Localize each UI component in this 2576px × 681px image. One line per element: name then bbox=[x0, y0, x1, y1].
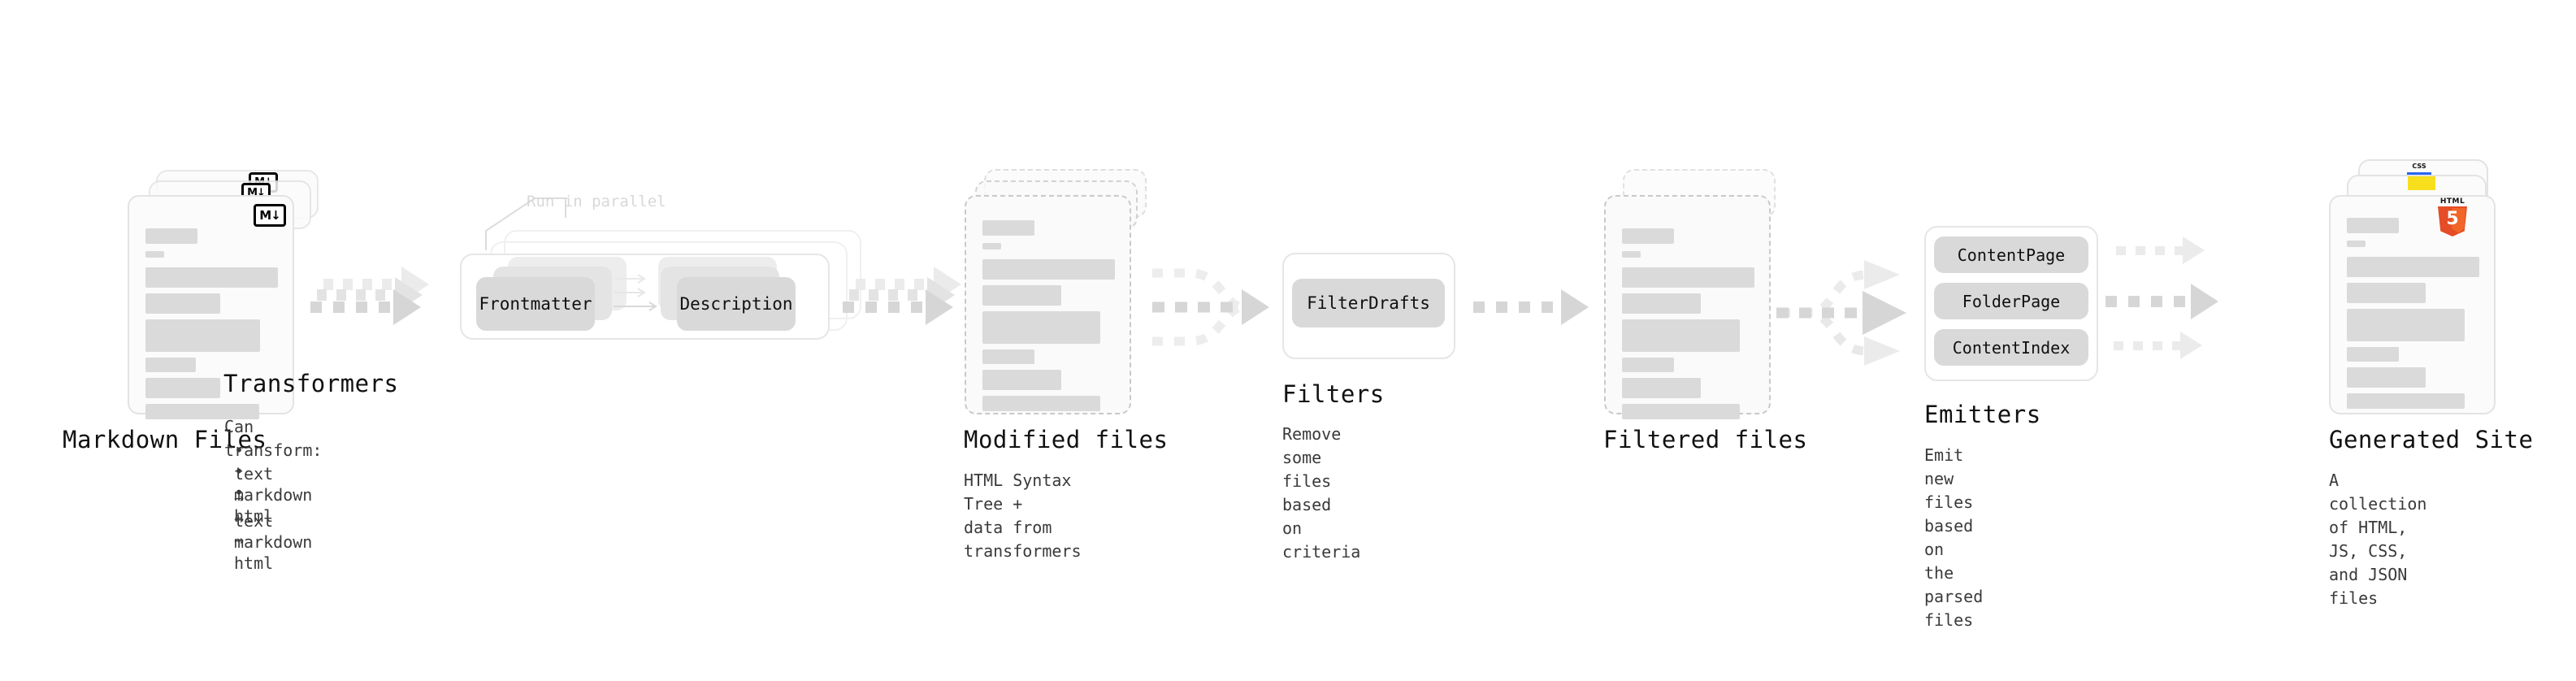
emitter-pill-contentindex[interactable]: ContentIndex bbox=[1934, 329, 2088, 366]
skeleton-bar bbox=[145, 378, 220, 398]
transformers-bullet-0: • text → text bbox=[234, 440, 274, 531]
emitters-subtitle: Emit new files based on the parsed files bbox=[1924, 445, 1984, 630]
skeleton-bar bbox=[1622, 228, 1674, 244]
skeleton-bar bbox=[2347, 218, 2399, 233]
site-skeleton-bars bbox=[2347, 218, 2479, 416]
skeleton-bar bbox=[982, 259, 1115, 280]
emitters-title: Emitters bbox=[1924, 401, 2041, 428]
skeleton-bar bbox=[982, 220, 1034, 236]
skeleton-bar bbox=[982, 243, 1001, 249]
skeleton-bar bbox=[145, 267, 278, 288]
js-badge bbox=[2408, 176, 2435, 190]
arrow-filters-to-filtered bbox=[1473, 289, 1595, 325]
generated-site-subtitle: A collection of HTML, JS, CSS, and JSON … bbox=[2329, 471, 2427, 608]
filtered-skeleton-bars bbox=[1622, 228, 1754, 427]
skeleton-bar bbox=[2347, 347, 2399, 362]
filter-pill-filterdrafts[interactable]: FilterDrafts bbox=[1292, 279, 1445, 327]
skeleton-bar bbox=[982, 311, 1100, 344]
filtered-files-title: Filtered files bbox=[1603, 426, 1808, 453]
skeleton-bar bbox=[145, 293, 220, 314]
skeleton-bar bbox=[145, 228, 197, 244]
modified-files-subtitle: HTML Syntax Tree + data from transformer… bbox=[964, 471, 1082, 561]
filters-title: Filters bbox=[1282, 380, 1385, 408]
skeleton-bar bbox=[1622, 404, 1740, 419]
markdown-skeleton-bars bbox=[145, 228, 278, 427]
modified-files-title: Modified files bbox=[964, 426, 1169, 453]
skeleton-bar bbox=[1622, 267, 1754, 288]
skeleton-bar bbox=[982, 370, 1061, 390]
markdown-files-title: Markdown Files bbox=[63, 426, 267, 453]
transformers-subtitle: Can transform: bbox=[224, 417, 323, 460]
skeleton-bar bbox=[145, 404, 259, 419]
skeleton-bar bbox=[1622, 378, 1701, 398]
skeleton-bar bbox=[2347, 309, 2465, 341]
filters-subtitle: Remove some files based on criteria bbox=[1282, 424, 1361, 562]
skeleton-bar bbox=[1622, 358, 1674, 372]
html5-icon: HTML 5 bbox=[2436, 197, 2469, 236]
transformers-bullet-2: • html → html bbox=[234, 483, 274, 573]
skeleton-bar bbox=[1622, 293, 1701, 314]
skeleton-bar bbox=[2347, 257, 2479, 277]
skeleton-bar bbox=[982, 285, 1061, 306]
markdown-badge-front: M↓ bbox=[254, 204, 286, 227]
skeleton-bar bbox=[1622, 319, 1740, 352]
transformers-title: Transformers bbox=[223, 370, 399, 397]
skeleton-bar bbox=[982, 349, 1034, 364]
skeleton-bar bbox=[2347, 241, 2366, 247]
skeleton-bar bbox=[2347, 367, 2426, 388]
css-badge: CSS bbox=[2407, 163, 2431, 176]
transformer-inner-arrows bbox=[614, 274, 657, 311]
skeleton-bar bbox=[145, 358, 196, 372]
transformer-pill-frontmatter[interactable]: Frontmatter bbox=[476, 277, 595, 331]
run-in-parallel-label: Run in parallel bbox=[527, 193, 666, 210]
generated-site-title: Generated Site bbox=[2329, 426, 2534, 453]
transformer-pill-description[interactable]: Description bbox=[677, 277, 796, 331]
emitter-pill-contentpage[interactable]: ContentPage bbox=[1934, 236, 2088, 273]
skeleton-bar bbox=[145, 251, 164, 258]
skeleton-bar bbox=[1622, 251, 1641, 258]
modified-skeleton-bars bbox=[982, 220, 1115, 419]
skeleton-bar bbox=[2347, 283, 2426, 303]
skeleton-bar bbox=[982, 396, 1100, 411]
transformers-bullet-1: • markdown → markdown bbox=[234, 462, 313, 552]
emitter-pill-folderpage[interactable]: FolderPage bbox=[1934, 283, 2088, 319]
skeleton-bar bbox=[2347, 393, 2465, 409]
skeleton-bar bbox=[145, 319, 260, 352]
